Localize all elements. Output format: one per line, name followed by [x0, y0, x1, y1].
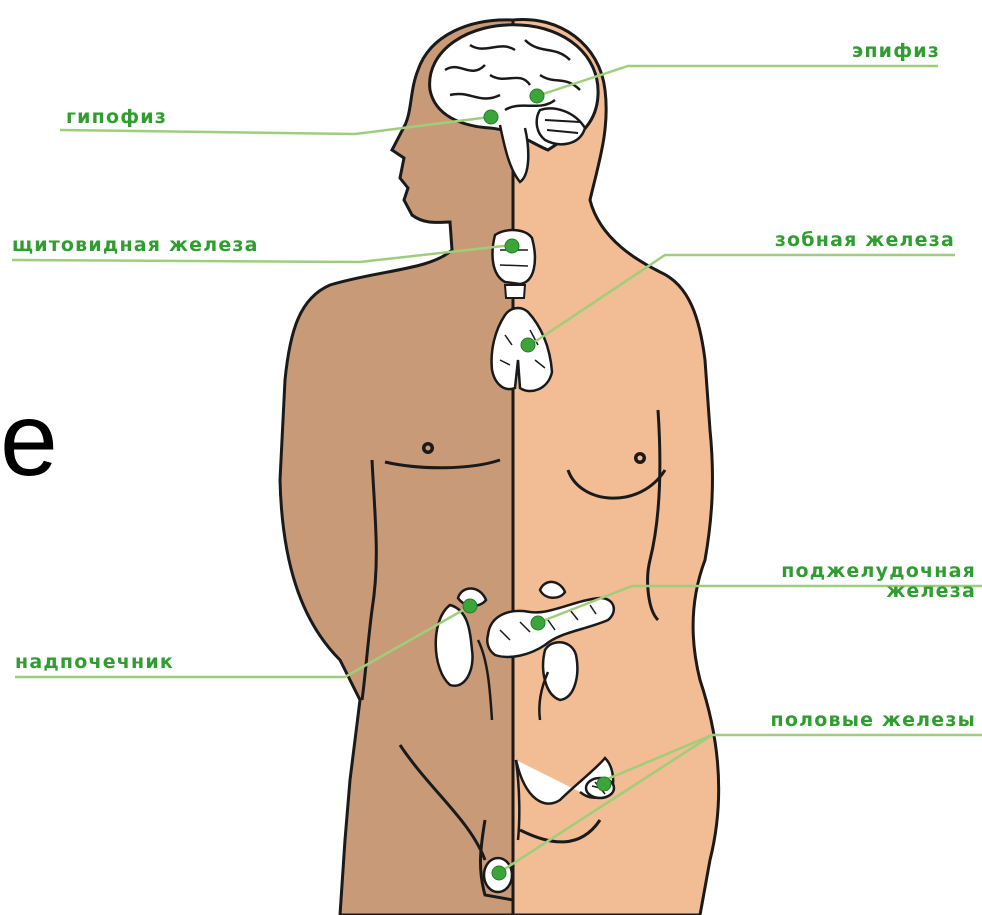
- marker-ovary: [597, 777, 611, 791]
- marker-adrenal: [463, 599, 477, 613]
- male-silhouette: [280, 20, 513, 915]
- label-adrenal: надпочечник: [15, 653, 174, 672]
- label-gonads: половые железы: [771, 711, 976, 730]
- label-epiphysis: эпифиз: [852, 42, 940, 61]
- marker-thymus: [521, 338, 535, 352]
- marker-pancreas: [531, 616, 545, 630]
- marker-testis: [492, 866, 506, 880]
- male-half: [280, 20, 513, 915]
- marker-pituitary: [484, 110, 498, 124]
- label-pancreas: поджелудочная железа: [781, 562, 976, 602]
- label-pancreas-line2: железа: [781, 582, 976, 602]
- label-thyroid: щитовидная железа: [12, 236, 259, 255]
- side-letter: е: [0, 388, 58, 492]
- label-pancreas-line1: поджелудочная: [781, 562, 976, 582]
- marker-thyroid: [505, 239, 519, 253]
- marker-epiphysis: [530, 89, 544, 103]
- label-pituitary: гипофиз: [66, 108, 167, 127]
- label-thymus: зобная железа: [775, 231, 955, 250]
